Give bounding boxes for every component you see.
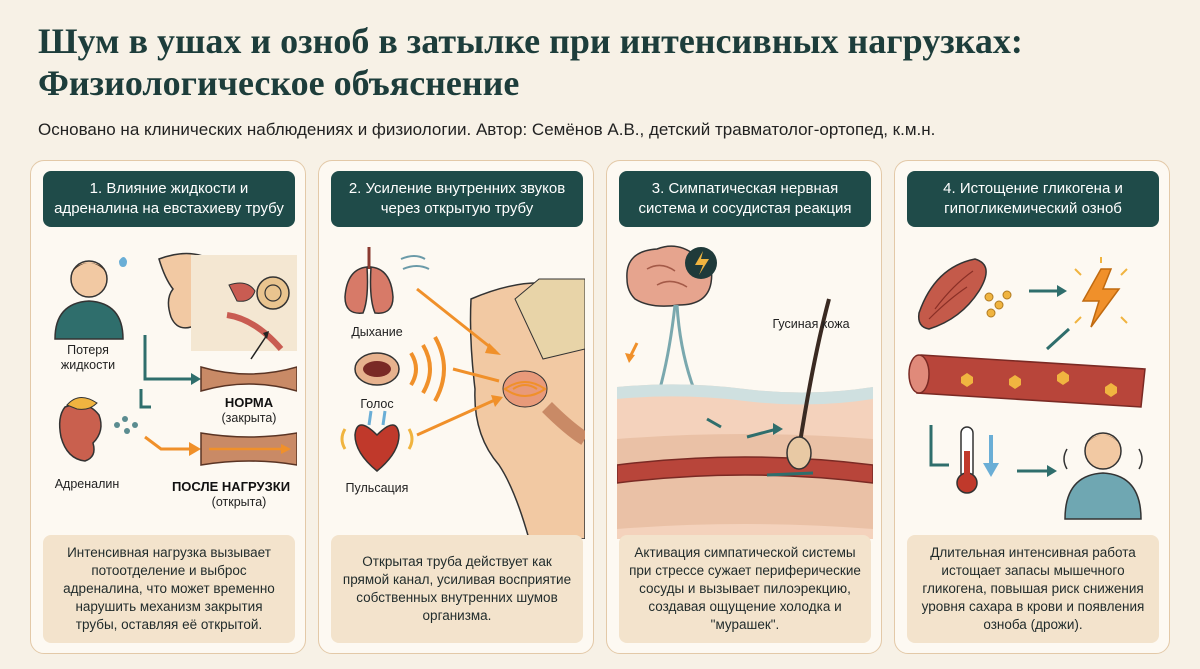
- goosebumps-label: Гусиная кожа: [772, 317, 850, 331]
- heart-pulse-icon: [340, 410, 414, 472]
- voice-label: Голос: [360, 397, 394, 411]
- card-1-illustration: Потеря жидкости НОРМА (закрыта) Адренали…: [41, 239, 297, 539]
- tube-closed-icon: [200, 366, 297, 392]
- after-load-sub-label: (открыта): [211, 495, 267, 509]
- card-internal-sounds: 2. Усиление внутренних звуков через откр…: [318, 160, 594, 654]
- lungs-icon: [344, 247, 430, 314]
- card-2-illustration: Дыхание Голос Пульсация: [329, 239, 585, 539]
- card-1-header: 1. Влияние жидкости и адреналина на евст…: [43, 171, 295, 227]
- pulse-label: Пульсация: [345, 481, 409, 495]
- page-title: Шум в ушах и озноб в затылке при интенси…: [38, 21, 1023, 103]
- energy-lightning-icon: [1074, 257, 1128, 328]
- card-1-footer: Интенсивная нагрузка вызывает потоотделе…: [43, 535, 295, 643]
- muscle-icon: [917, 258, 1012, 330]
- norm-label: НОРМА: [224, 395, 274, 410]
- card-4-illustration: [905, 239, 1161, 539]
- card-3-footer: Активация симпатической системы при стре…: [619, 535, 871, 643]
- breathing-label: Дыхание: [351, 325, 403, 339]
- norm-sub-label: (закрыта): [221, 411, 277, 425]
- card-2-header: 2. Усиление внутренних звуков через откр…: [331, 171, 583, 227]
- thermometer-icon: [956, 426, 999, 494]
- after-load-label: ПОСЛЕ НАГРУЗКИ: [171, 479, 291, 494]
- person-sweating-icon: [54, 257, 127, 340]
- card-3-header: 3. Симпатическая нервная система и сосуд…: [619, 171, 871, 227]
- adrenal-kidney-icon: [58, 397, 138, 462]
- adrenaline-label: Адреналин: [54, 477, 120, 491]
- card-glycogen-depletion: 4. Истощение гликогена и гипогликемическ…: [894, 160, 1170, 654]
- lightning-icon: [685, 247, 717, 279]
- ear-cross-section-icon: [469, 278, 585, 539]
- card-2-footer: Открытая труба действует как прямой кана…: [331, 535, 583, 643]
- blood-vessel-glucose-icon: [908, 354, 1146, 408]
- shivering-person-icon: [1063, 432, 1143, 520]
- card-4-header: 4. Истощение гликогена и гипогликемическ…: [907, 171, 1159, 227]
- card-3-illustration: Гусиная кожа: [617, 239, 873, 539]
- inner-ear-icon: [158, 252, 297, 360]
- blood-vessel-icon: [617, 456, 873, 484]
- card-sympathetic-system: 3. Симпатическая нервная система и сосуд…: [606, 160, 882, 654]
- hair-follicle-icon: [786, 298, 831, 470]
- tube-open-icon: [200, 432, 297, 466]
- card-4-footer: Длительная интенсивная работа истощает з…: [907, 535, 1159, 643]
- card-eustachian-tube: 1. Влияние жидкости и адреналина на евст…: [30, 160, 306, 654]
- mouth-voice-icon: [354, 336, 446, 402]
- fluid-loss-label: Потеря жидкости: [60, 343, 116, 372]
- page-subtitle: Основано на клинических наблюдениях и фи…: [38, 120, 936, 139]
